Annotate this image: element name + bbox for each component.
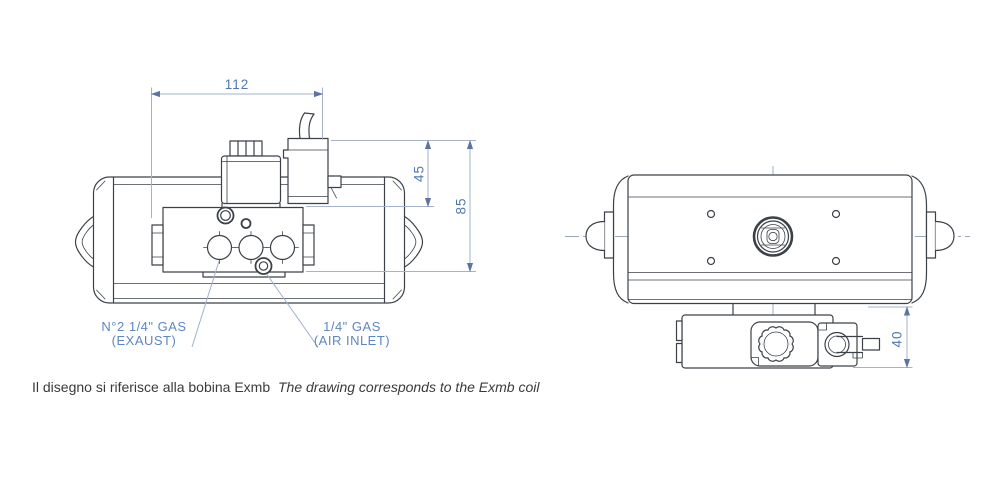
drive-hub [752, 216, 794, 257]
inlet-label: 1/4" GAS (AIR INLET) [314, 319, 390, 348]
dim-40-value: 40 [890, 330, 905, 347]
valve-block [151, 206, 315, 278]
din-connector [282, 137, 342, 205]
dimension-112: 112 [150, 77, 324, 218]
front-view: 112 45 85 N°2 1/4" GAS (EXAUST) 1/4" GAS… [74, 77, 476, 348]
dim-45-value: 45 [412, 165, 427, 182]
mount-hole-bottom-left [706, 256, 716, 266]
exhaust-label-line2: (EXAUST) [112, 333, 177, 348]
caption-english: The drawing corresponds to the Exmb coil [278, 379, 540, 395]
left-end-cap [612, 175, 629, 304]
mount-hole-top-left [706, 209, 716, 219]
right-mount-ear [403, 215, 424, 268]
pilot-hole [240, 218, 252, 229]
coil-body [220, 155, 282, 205]
connector-side-view [817, 322, 881, 367]
exhaust-leader-line [191, 260, 220, 348]
mount-hole-top-right [831, 209, 841, 219]
exhaust-label: N°2 1/4" GAS (EXAUST) [101, 319, 186, 348]
dimension-45-85: 45 85 [306, 139, 476, 273]
top-view: 40 [565, 166, 970, 369]
solenoid-side-view [675, 302, 881, 369]
gas-port-exhaust-left [203, 231, 236, 264]
right-end-cap [911, 175, 928, 304]
inlet-label-line2: (AIR INLET) [314, 333, 390, 348]
left-pilot-nose [585, 211, 615, 259]
mounting-screw-top [216, 206, 235, 225]
actuator-body-top [585, 174, 955, 305]
gas-port-center [234, 231, 268, 264]
caption-italian: Il disegno si riferisce alla bobina Exmb [32, 379, 270, 395]
dimension-40: 40 [853, 306, 913, 369]
air-inlet-screw [254, 257, 273, 275]
right-pilot-nose [925, 211, 955, 259]
gas-port-exhaust-right [266, 231, 299, 264]
solenoid-coil [220, 140, 282, 209]
cable-gland [327, 175, 342, 189]
left-mount-ear [74, 215, 95, 268]
dim-85-value: 85 [454, 197, 469, 214]
exhaust-label-line1: N°2 1/4" GAS [101, 319, 186, 334]
manual-override-knob [758, 326, 794, 362]
dim-112-value: 112 [225, 77, 250, 92]
inlet-label-line1: 1/4" GAS [323, 319, 381, 334]
cable-gland-side [861, 337, 881, 351]
inlet-leader-line [266, 274, 319, 348]
cable [298, 112, 315, 140]
mount-hole-bottom-right [831, 256, 841, 266]
